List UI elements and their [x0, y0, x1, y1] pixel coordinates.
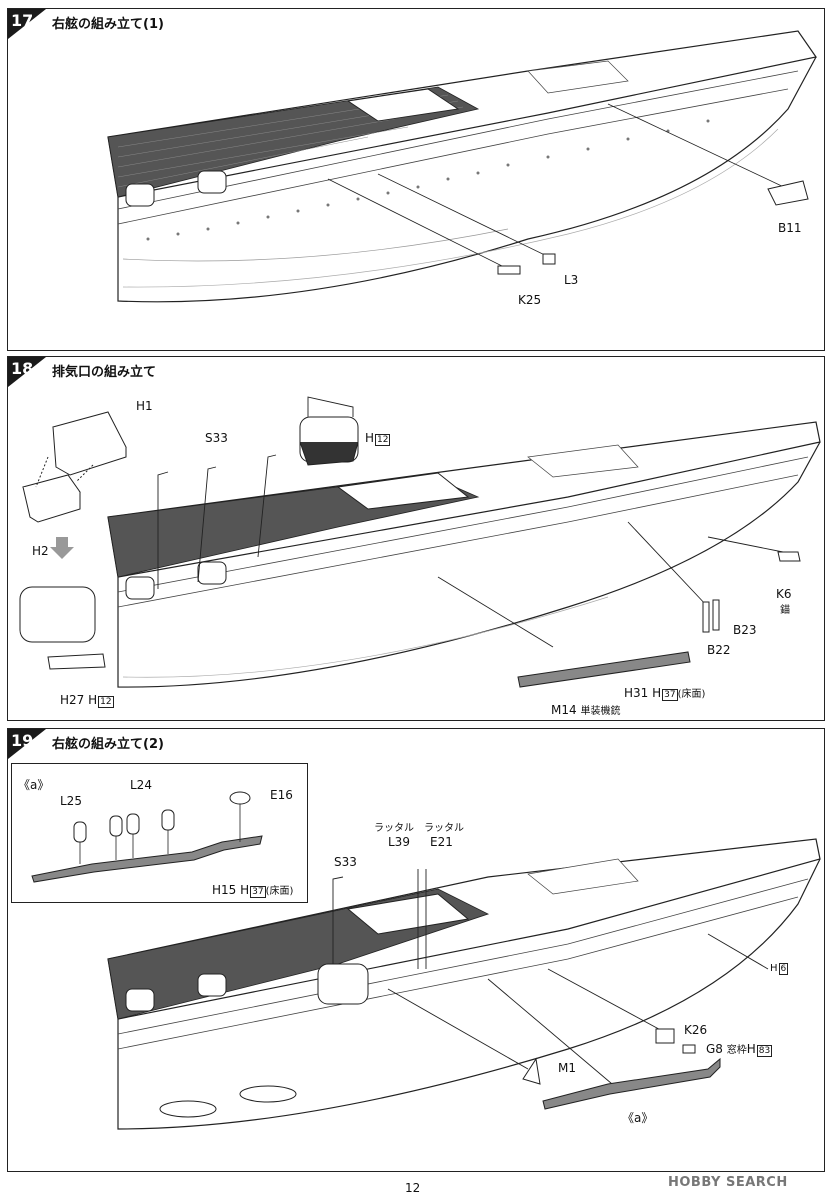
- label-h27-num: 12: [98, 696, 114, 708]
- step-title: 排気口の組み立て: [52, 365, 157, 380]
- label-m14: M14 単装機銃: [551, 702, 620, 717]
- part-l3-shape: [542, 253, 556, 265]
- step-number: 17: [11, 11, 34, 30]
- label-h15-note: (床面): [265, 886, 294, 897]
- label-h12-prefix: H: [365, 431, 375, 445]
- label-a-ref: 《a》: [622, 1111, 654, 1125]
- label-b11: B11: [778, 221, 802, 235]
- page-number: 12: [405, 1181, 421, 1195]
- label-h31-note: (床面): [677, 689, 706, 700]
- label-h6-prefix: H: [770, 963, 778, 974]
- label-k6: K6: [776, 587, 792, 601]
- label-h2: H2: [32, 544, 49, 558]
- label-g8-num: 83: [756, 1045, 773, 1057]
- label-h31-part: H31: [624, 686, 649, 700]
- label-h27-prefix: H: [88, 693, 98, 707]
- label-s33: S33: [334, 855, 357, 869]
- label-e21: E21: [430, 835, 453, 849]
- label-k26: K26: [684, 1023, 708, 1037]
- label-h27-part: H27: [60, 693, 85, 707]
- step-17-panel: 17 右舷の組み立て(1): [7, 8, 825, 351]
- step-title: 右舷の組み立て(1): [52, 17, 164, 32]
- exhaust-assembly-drawing: [19, 396, 821, 688]
- label-g8-part: G8: [706, 1042, 723, 1056]
- label-h15-prefix: H: [240, 883, 250, 897]
- label-h31-prefix: H: [652, 686, 662, 700]
- step-number: 18: [11, 359, 34, 378]
- label-k25: K25: [518, 293, 542, 307]
- label-m14-note: 単装機銃: [580, 706, 621, 717]
- label-ladder-2: ラッタル: [424, 823, 464, 834]
- label-h15-part: H15: [212, 883, 237, 897]
- label-k6-note: 錨: [780, 605, 790, 616]
- label-s33: S33: [205, 431, 228, 445]
- label-h6-num: 6: [778, 963, 789, 975]
- label-l3: L3: [564, 273, 579, 287]
- step-number: 19: [11, 731, 34, 750]
- detail-a-drawing: [31, 791, 263, 883]
- label-e16: E16: [270, 788, 293, 802]
- label-ladder-1: ラッタル: [374, 823, 414, 834]
- part-b11-shape: [767, 180, 809, 206]
- label-h12-num: 12: [375, 434, 391, 446]
- step-18-panel: 18 排気口の組み立て: [7, 356, 825, 721]
- label-h15-num: 37: [250, 886, 266, 898]
- watermark: HOBBY SEARCH: [668, 1175, 788, 1190]
- label-l39: L39: [388, 835, 410, 849]
- label-m14-part: M14: [551, 703, 577, 717]
- label-g8-prefix: H: [746, 1042, 756, 1056]
- label-h1: H1: [136, 399, 153, 413]
- ship-hull-drawing: [107, 30, 818, 303]
- part-k25-shape: [497, 265, 521, 275]
- label-a: 《a》: [18, 778, 50, 792]
- label-g8-note: 窓枠: [726, 1045, 747, 1056]
- step-title: 右舷の組み立て(2): [52, 737, 164, 752]
- label-b23: B23: [733, 623, 757, 637]
- label-l25: L25: [60, 794, 82, 808]
- label-m1: M1: [558, 1061, 576, 1075]
- label-h31-num: 37: [662, 689, 678, 701]
- label-b22: B22: [707, 643, 731, 657]
- label-l24: L24: [130, 778, 152, 792]
- starboard-assembly-drawing: [107, 838, 821, 1130]
